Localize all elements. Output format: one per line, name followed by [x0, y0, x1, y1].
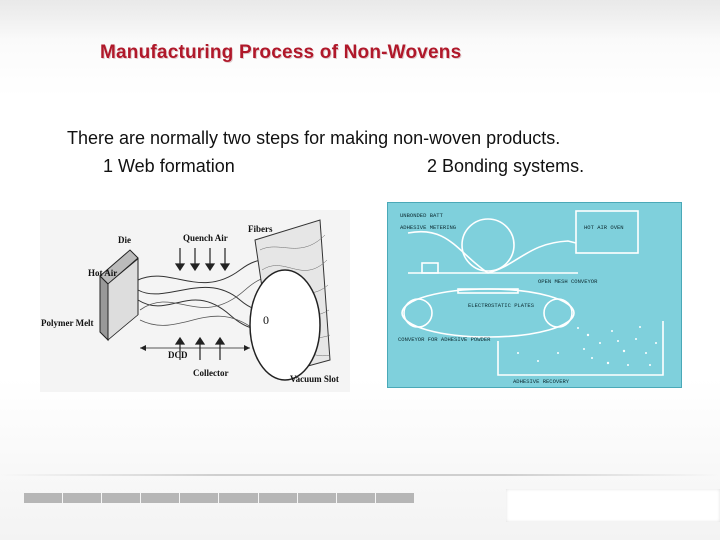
- die-label: Die: [118, 235, 131, 245]
- polymer-melt-label: Polymer Melt: [41, 318, 94, 328]
- step-bonding-systems: 2 Bonding systems.: [427, 156, 585, 176]
- quench-air-arrows: [174, 248, 231, 360]
- adhesive-hopper: [421, 262, 439, 274]
- footer-bar: [24, 493, 414, 503]
- batt-roll: [461, 218, 515, 272]
- meltblown-diagram: 0 Die Quench Air Fibers Hot Air Polymer …: [40, 210, 350, 392]
- quench-air-label: Quench Air: [183, 233, 228, 243]
- recovery-tray: [497, 321, 664, 376]
- unbonded-batt-label: UNBONDED BATT: [400, 212, 444, 219]
- conveyor-belt: [401, 288, 575, 338]
- open-mesh-conveyor-label: OPEN MESH CONVEYOR: [538, 278, 598, 285]
- adhesive-recovery-label: ADHESIVE RECOVERY: [513, 378, 570, 385]
- steps-line: 1 Web formation 2 Bonding systems.: [67, 152, 687, 180]
- fibers-label: Fibers: [248, 224, 273, 234]
- intro-text: There are normally two steps for making …: [67, 128, 561, 148]
- conveyor-adhesive-powder-label: CONVEYOR FOR ADHESIVE POWDER: [398, 336, 491, 343]
- bonding-diagram-svg: UNBONDED BATT ADHESIVE METERING HOT AIR …: [398, 210, 664, 385]
- left-pulley: [403, 298, 433, 328]
- dcd-label: DCD: [168, 350, 188, 360]
- die-side: [99, 274, 109, 342]
- footer-box: [506, 489, 720, 522]
- adhesive-metering-label: ADHESIVE METERING: [400, 224, 456, 231]
- batt-path: [407, 230, 577, 274]
- bonding-diagram: UNBONDED BATT ADHESIVE METERING HOT AIR …: [385, 200, 682, 388]
- collector-label: Collector: [193, 368, 228, 378]
- powder-particles: [517, 326, 657, 366]
- hot-air-label: Hot Air: [88, 268, 117, 278]
- step-web-formation: 1 Web formation: [103, 156, 235, 176]
- footer-divider: [0, 474, 720, 476]
- meltblown-diagram-svg: 0 Die Quench Air Fibers Hot Air Polymer …: [41, 219, 339, 384]
- bonding-machinery: [401, 210, 664, 376]
- bonding-diagram-panel: UNBONDED BATT ADHESIVE METERING HOT AIR …: [387, 202, 682, 388]
- hot-air-oven: [575, 210, 639, 254]
- collector-drum: [249, 269, 321, 381]
- electrostatic-plate: [457, 288, 519, 294]
- slide-body: There are normally two steps for making …: [67, 124, 687, 180]
- slide-title: Manufacturing Process of Non-Wovens: [100, 42, 462, 63]
- electrostatic-plates-label: ELECTROSTATIC PLATES: [468, 302, 535, 309]
- right-pulley: [543, 298, 573, 328]
- die-face: [107, 257, 139, 341]
- hot-air-oven-label: HOT AIR OVEN: [584, 224, 624, 231]
- vacuum-slot-label: Vacuum Slot: [290, 374, 339, 384]
- top-decoration: [0, 0, 720, 40]
- collector-mark: 0: [263, 313, 269, 327]
